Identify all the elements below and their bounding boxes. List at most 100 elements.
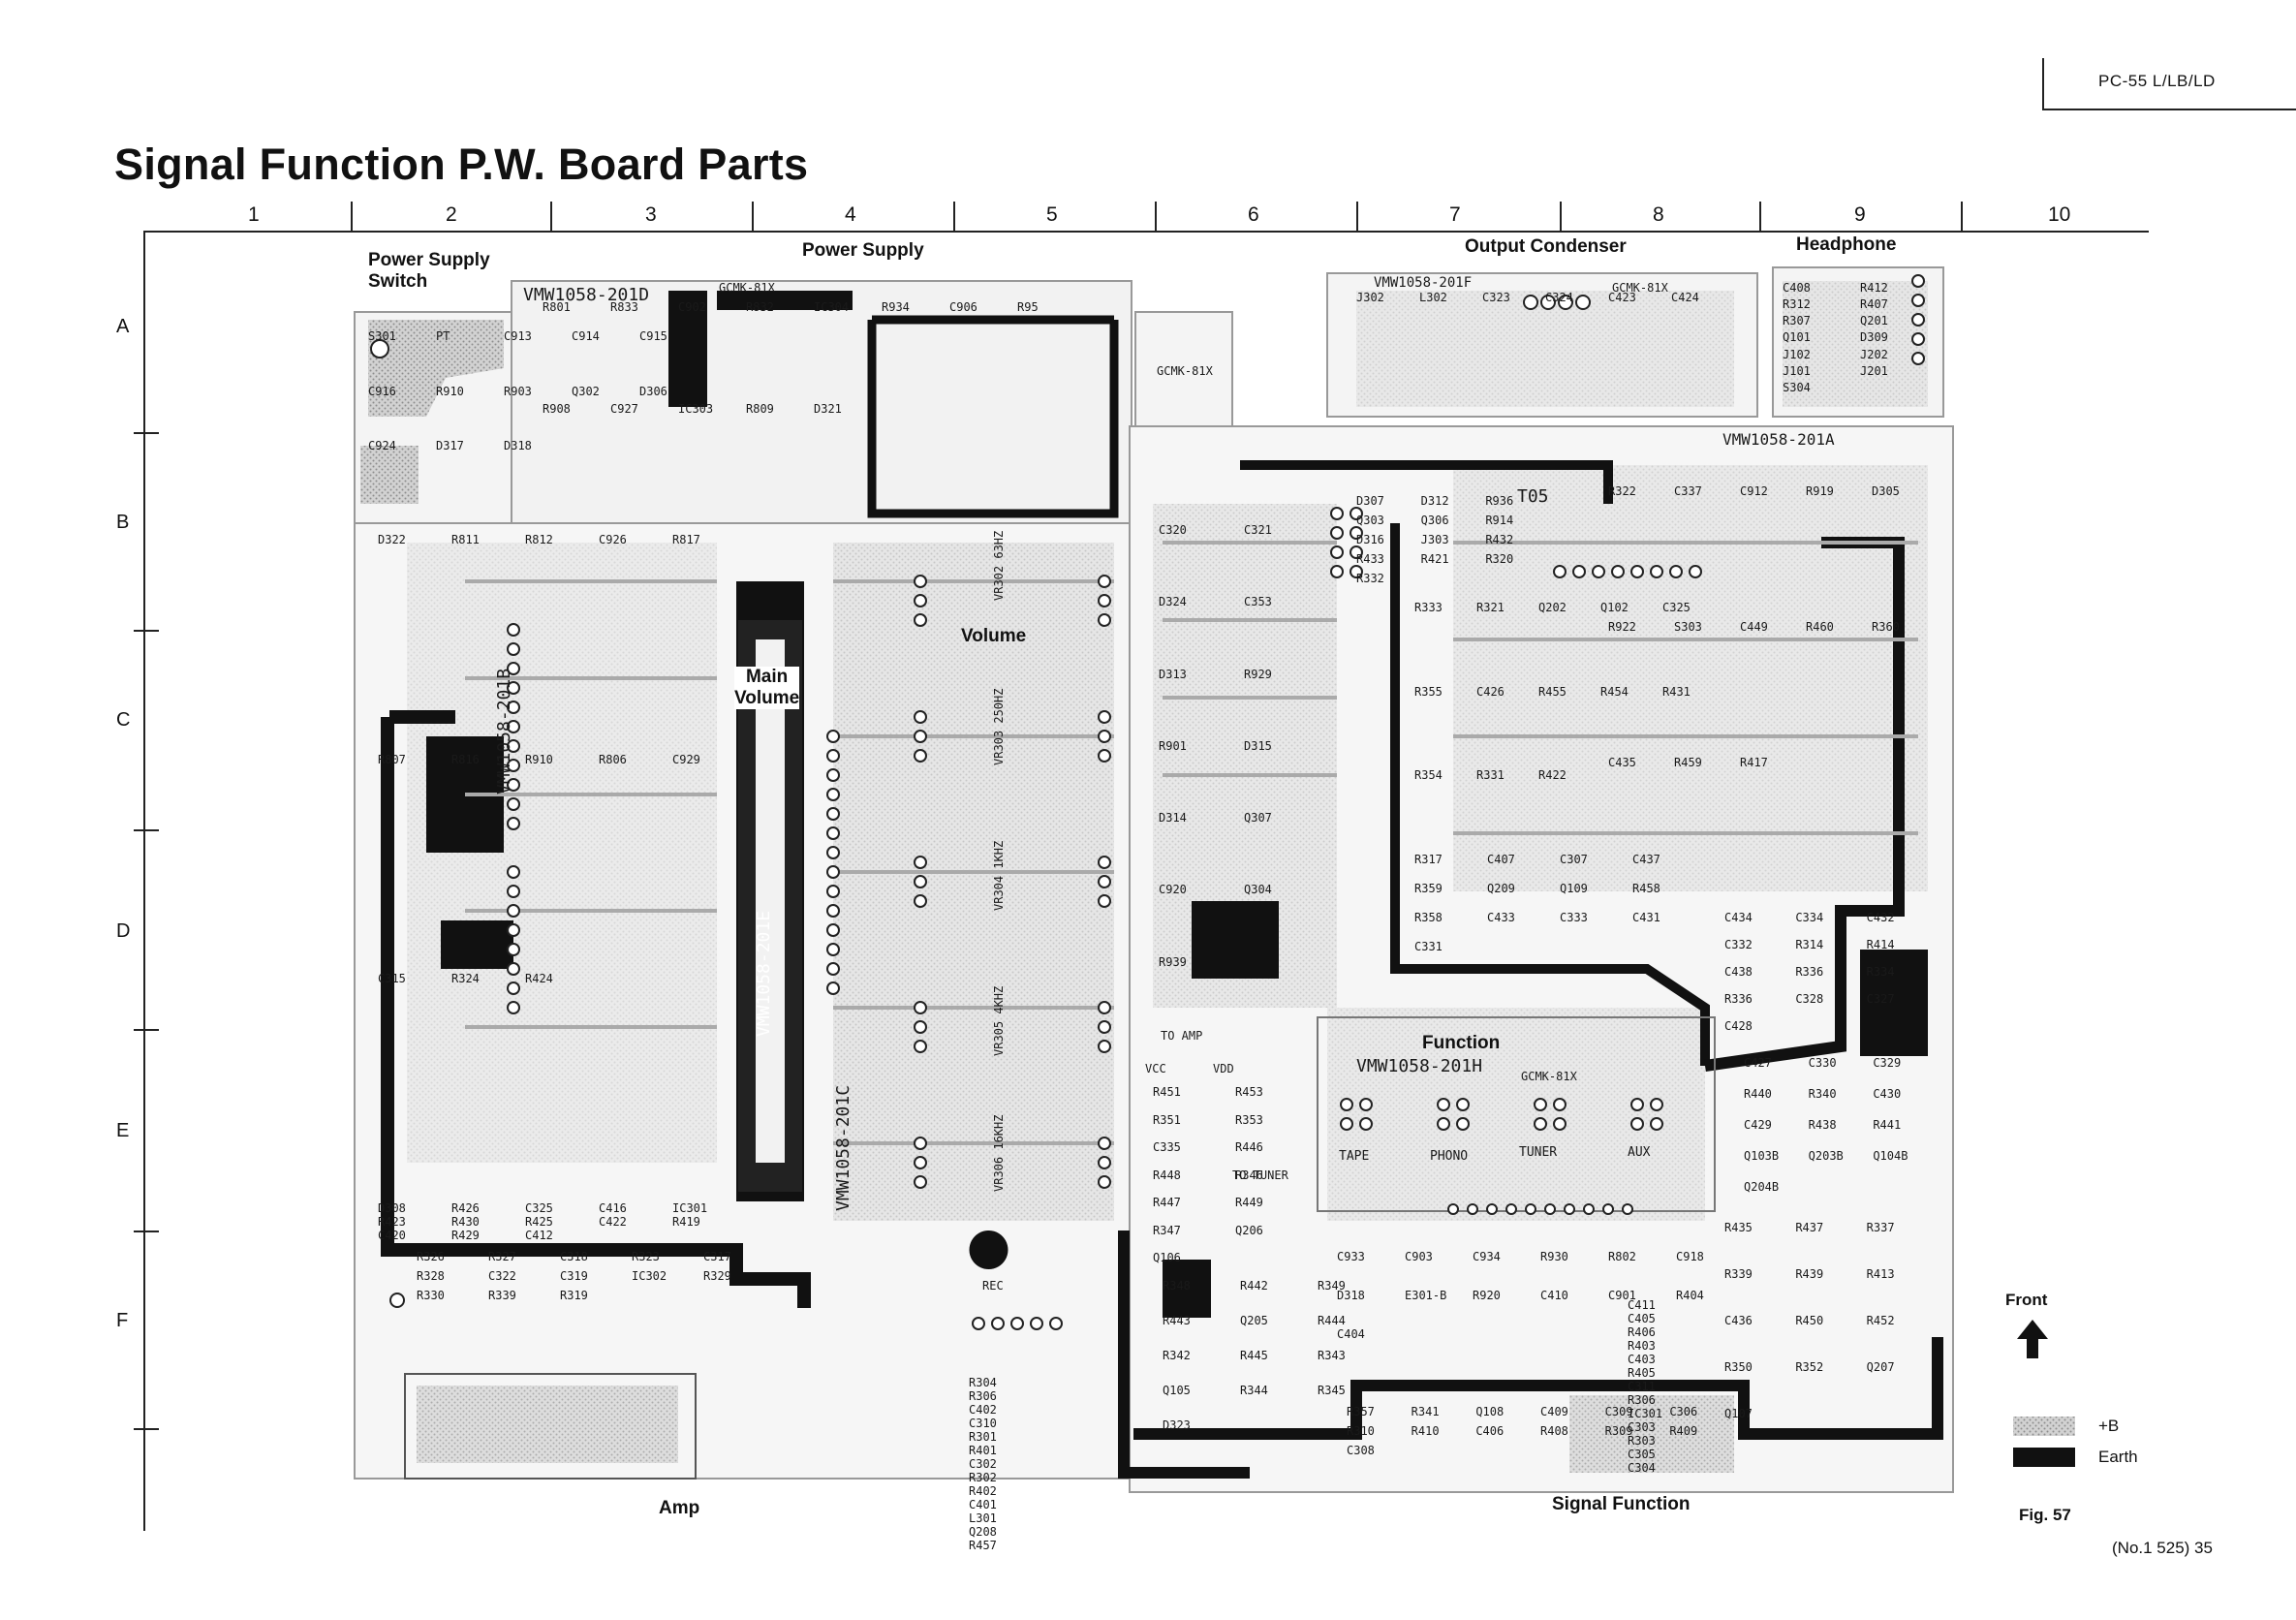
part-label: R306 xyxy=(1628,1393,1656,1407)
part-label: R426 xyxy=(451,1201,480,1215)
part-label: E301-B xyxy=(1405,1289,1447,1302)
part-label: R358 xyxy=(1414,911,1443,924)
part-label: Q302 xyxy=(572,384,600,398)
part-label: C411 xyxy=(1628,1298,1656,1312)
vr-label: VR304 1KHZ xyxy=(992,840,1006,911)
row-divider xyxy=(134,1231,159,1232)
part-label: R402 xyxy=(969,1484,997,1498)
part-label: R431 xyxy=(1662,684,1691,699)
part-label: IC302 xyxy=(632,1269,667,1283)
part-label: R910 xyxy=(436,384,464,398)
part-label: C926 xyxy=(599,533,627,546)
page-title: Signal Function P.W. Board Parts xyxy=(114,140,809,189)
column-divider xyxy=(953,202,955,231)
figure-number: Fig. 57 xyxy=(2019,1506,2071,1524)
part-label: R437 xyxy=(1795,1221,1824,1234)
part-label: C927 xyxy=(610,402,638,416)
column-label-2: 2 xyxy=(446,203,457,226)
part-label: C437 xyxy=(1632,853,1660,866)
part-label: R403 xyxy=(1628,1339,1656,1353)
part-label: R453 xyxy=(1235,1085,1263,1099)
part-label: C323 xyxy=(1482,291,1510,304)
signal-vcc: VCC xyxy=(1145,1062,1166,1075)
label-amp: Amp xyxy=(659,1498,700,1518)
vr-label: VR303 250HZ xyxy=(992,688,1006,765)
part-label: R459 xyxy=(1674,756,1702,769)
part-label: Q102 xyxy=(1600,601,1629,614)
part-label: R310 xyxy=(1347,1424,1375,1438)
part-label: C302 xyxy=(969,1457,997,1471)
column-divider xyxy=(1356,202,1358,231)
part-label: R355 xyxy=(1414,684,1443,699)
part-label: C304 xyxy=(1628,1461,1656,1475)
part-label: R424 xyxy=(525,972,553,986)
row-divider xyxy=(134,432,159,434)
part-label: R425 xyxy=(525,1215,553,1229)
part-label: R417 xyxy=(1740,756,1768,769)
part-label: R304 xyxy=(969,1376,997,1389)
part-label: R408 xyxy=(1540,1424,1568,1438)
plus-b-area xyxy=(1153,504,1337,1008)
part-label: R441 xyxy=(1873,1118,1902,1132)
part-label: PT xyxy=(436,329,450,343)
front-arrow-icon xyxy=(2017,1320,2048,1358)
model-number: PC-55 L/LB/LD xyxy=(2098,72,2216,90)
part-label: J303 xyxy=(1420,533,1449,546)
part-label: R348 xyxy=(1163,1279,1191,1293)
part-label: C912 xyxy=(1740,484,1768,498)
part-label: R903 xyxy=(504,384,532,398)
part-label: Q107 xyxy=(1724,1407,1753,1420)
part-label: C431 xyxy=(1632,911,1660,924)
part-label: R440 xyxy=(1744,1087,1772,1101)
part-label: R354 xyxy=(1414,768,1443,783)
part-label: C410 xyxy=(1540,1289,1568,1302)
part-label: R445 xyxy=(1240,1349,1268,1362)
part-label: R317 xyxy=(1414,853,1443,866)
column-label-8: 8 xyxy=(1653,203,1664,226)
part-label: C332 xyxy=(1724,938,1753,951)
part-label: R901 xyxy=(1159,738,1187,753)
part-label: R301 xyxy=(969,1430,997,1444)
part-label: R307 xyxy=(1783,314,1811,328)
part-label: C914 xyxy=(572,329,600,343)
part-label: C401 xyxy=(969,1498,997,1511)
part-label: Q105 xyxy=(1163,1384,1191,1397)
part-label: R347 xyxy=(1153,1223,1181,1237)
part-label: R929 xyxy=(1244,667,1272,681)
part-label: D306 xyxy=(639,384,667,398)
part-label: R922 xyxy=(1608,620,1636,634)
board-id: VMW1058-201E xyxy=(754,910,774,1037)
part-label: C426 xyxy=(1476,684,1505,699)
label-function: Function xyxy=(1422,1033,1501,1053)
part-label: Q306 xyxy=(1420,514,1449,527)
legend-earth: Earth xyxy=(2098,1448,2138,1466)
label-power-supply: Power Supply xyxy=(802,240,924,261)
part-label: C407 xyxy=(1487,853,1515,866)
part-label: R329 xyxy=(703,1269,731,1283)
column-divider xyxy=(1759,202,1761,231)
part-label: Q109 xyxy=(1560,882,1588,895)
part-label: R322 xyxy=(1608,484,1636,498)
part-label: R332 xyxy=(1356,572,1384,585)
part-label: IC304 xyxy=(814,300,850,314)
part-label: Q201 xyxy=(1860,314,1888,328)
part-label: C430 xyxy=(1873,1087,1902,1101)
part-label: R357 xyxy=(1347,1405,1375,1418)
part-label: R350 xyxy=(1724,1360,1753,1374)
part-label: C915 xyxy=(639,329,667,343)
part-label: Q104B xyxy=(1873,1149,1908,1163)
part-label: C329 xyxy=(1873,1056,1902,1070)
part-label: C916 xyxy=(368,384,396,398)
part-label: C319 xyxy=(560,1269,588,1283)
earth-area xyxy=(1192,901,1279,979)
part-label: C328 xyxy=(1795,992,1824,1006)
part-label: C934 xyxy=(1473,1250,1501,1263)
part-label: J101 xyxy=(1783,363,1811,378)
column-label-3: 3 xyxy=(645,203,657,226)
vr-label: VR305 4KHZ xyxy=(992,985,1006,1056)
label-volume: Volume xyxy=(961,626,1027,646)
part-label: D305 xyxy=(1872,484,1900,498)
part-label: Q108 xyxy=(1475,1405,1505,1418)
part-label: S304 xyxy=(1783,380,1811,394)
signal-to-tuner: TO TUNER xyxy=(1232,1168,1288,1182)
